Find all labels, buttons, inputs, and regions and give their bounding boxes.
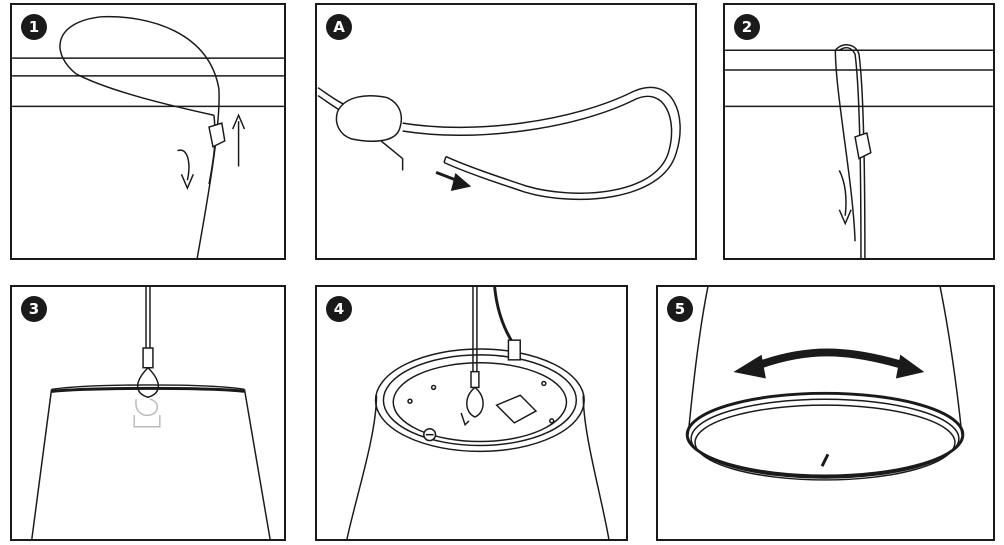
arrow-down-head — [180, 174, 194, 190]
step-3-panel: 3 — [10, 285, 286, 541]
speaker-rim — [51, 384, 245, 391]
speaker-left-side — [31, 389, 53, 539]
wire-loop — [136, 367, 160, 399]
arrow-up-head — [231, 113, 246, 130]
wire-cable-under-beam — [75, 73, 215, 116]
wire-tail — [834, 50, 856, 242]
rotation-mark — [820, 453, 830, 467]
speaker-top-inner-plate — [392, 362, 568, 443]
insert-arrow-head — [450, 172, 472, 192]
step-2-panel: 2 — [723, 3, 995, 260]
cable-gripper-icon — [854, 132, 872, 160]
speaker-right-side — [243, 389, 271, 539]
wire-hook-loop — [466, 386, 484, 418]
speaker-right-side — [939, 287, 963, 435]
gripper-pin — [380, 140, 404, 171]
cable-gripper-icon — [208, 122, 226, 148]
wire-tail — [208, 115, 216, 185]
step-1-panel: 1 — [10, 3, 286, 260]
mounting-hook-icon — [133, 398, 161, 428]
speaker-top-wiring-illustration — [346, 287, 610, 539]
step-1-badge: 1 — [21, 14, 47, 40]
wire-loop — [402, 86, 681, 201]
speaker-bottom-rim — [685, 391, 965, 478]
arrow-down-shaft — [838, 170, 847, 216]
step-A-panel: A — [315, 3, 697, 260]
step-3-badge: 3 — [21, 296, 47, 322]
cable-gripper-insertion-illustration — [317, 86, 681, 201]
wire-tightening-down-illustration — [725, 44, 993, 258]
speaker-left-side — [687, 287, 709, 435]
speaker-hung-on-hook-illustration — [31, 287, 271, 539]
step-5-badge: 5 — [667, 296, 693, 322]
speaker-top-outer-rim — [374, 348, 585, 453]
mounting-hole — [407, 398, 413, 404]
arrow-down-head — [838, 209, 852, 226]
speaker-bottom-rotation-illustration — [685, 287, 965, 481]
speaker-left-side — [346, 395, 378, 539]
wire-main — [834, 44, 866, 258]
wire-ferrule — [142, 347, 154, 369]
cable-gripper-icon — [335, 95, 403, 142]
wire-loop-over-beam-illustration — [12, 15, 284, 258]
step-4-badge: 4 — [326, 296, 352, 322]
step-4-panel: 4 — [315, 285, 628, 541]
terminal-block — [495, 394, 538, 424]
rotate-arrow-left-head — [733, 354, 766, 379]
arrow-down-shaft — [177, 149, 190, 181]
terminal-screws — [460, 412, 470, 427]
step-2-badge: 2 — [734, 14, 760, 40]
speaker-cable — [493, 287, 514, 343]
cable-connector — [507, 339, 521, 361]
wire-ferrule — [470, 370, 480, 389]
speaker-right-side — [582, 395, 610, 539]
rotate-arrow-shaft — [755, 348, 906, 370]
rotate-arrow-right-head — [895, 354, 925, 379]
wire-cable — [59, 15, 220, 258]
step-5-panel: 5 — [656, 285, 995, 541]
speaker-bottom-face — [694, 404, 956, 481]
step-A-badge: A — [326, 14, 352, 40]
